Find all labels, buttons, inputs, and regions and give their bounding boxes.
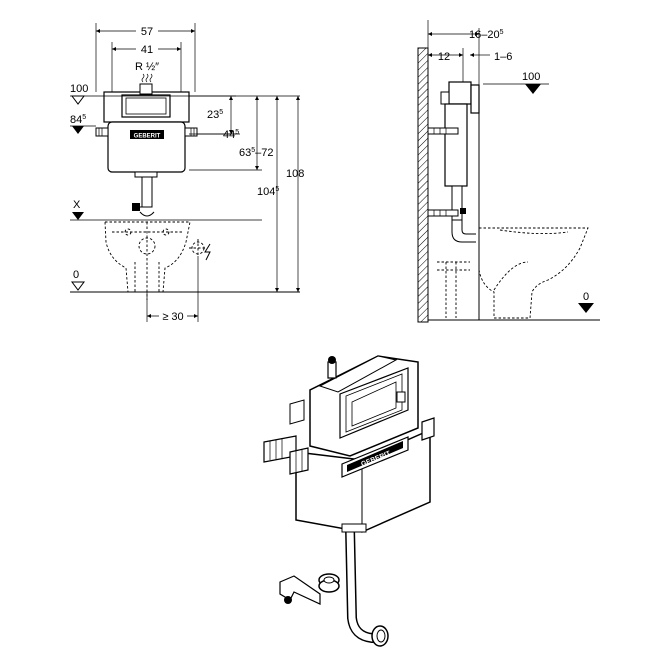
dim-1-6: 1–6	[470, 51, 512, 63]
dim-104-5: 1045	[257, 96, 279, 292]
wall-section	[417, 47, 429, 323]
svg-text:235: 235	[207, 109, 223, 121]
svg-text:1–6: 1–6	[494, 51, 512, 63]
svg-text:100: 100	[522, 71, 540, 83]
svg-text:≥ 30: ≥ 30	[162, 311, 183, 323]
side-view: 16–205 12 1–6 100	[417, 20, 600, 323]
level-84-front: 845	[70, 114, 96, 134]
dim-108: 108	[286, 96, 304, 292]
electric-socket-icon	[189, 239, 211, 261]
level-100-side: 100	[483, 71, 549, 94]
front-view: 57 41 R ½″ GEBERIT	[70, 23, 304, 323]
svg-text:12: 12	[438, 51, 450, 63]
svg-text:0: 0	[583, 291, 589, 303]
dim-12: 12	[428, 48, 464, 84]
svg-text:108: 108	[286, 168, 304, 180]
dim-41-label: 41	[141, 44, 153, 56]
svg-text:16–205: 16–205	[469, 29, 504, 41]
svg-text:X: X	[73, 199, 81, 211]
iso-view: GEBERIT	[263, 355, 435, 647]
width-dimension-57: 57	[95, 23, 196, 92]
water-inlet-symbol	[141, 73, 153, 83]
svg-text:845: 845	[70, 114, 86, 126]
svg-text:100: 100	[70, 83, 88, 95]
toilet-side	[437, 227, 589, 319]
cistern-front: GEBERIT	[95, 83, 198, 217]
svg-text:445: 445	[223, 129, 239, 141]
level-x-front: X	[70, 199, 262, 221]
floor-level-front: 0	[70, 269, 300, 293]
svg-text:1045: 1045	[257, 186, 279, 198]
thread-label: R ½″	[135, 61, 159, 73]
level-0-side: 0	[578, 291, 594, 313]
width-dimension-41: 41	[111, 42, 182, 92]
level-100-front: 100	[70, 83, 300, 105]
dim-min-30: ≥ 30	[146, 292, 198, 323]
inlet-valve-iso	[327, 361, 337, 379]
svg-text:0: 0	[73, 269, 79, 281]
dim-57-label: 57	[141, 26, 153, 38]
accessory-parts-iso	[279, 573, 340, 605]
mounting-bracket-right	[421, 417, 435, 441]
cistern-side	[427, 81, 480, 243]
svg-text:635–72: 635–72	[239, 147, 274, 159]
brand-label-front: GEBERIT	[134, 134, 161, 140]
dim-44-5: 445	[197, 129, 240, 141]
dim-16-20-5: 16–205	[427, 20, 504, 96]
toilet-bowl-front	[104, 221, 191, 300]
dim-63-5-72: 635–72	[189, 96, 274, 171]
